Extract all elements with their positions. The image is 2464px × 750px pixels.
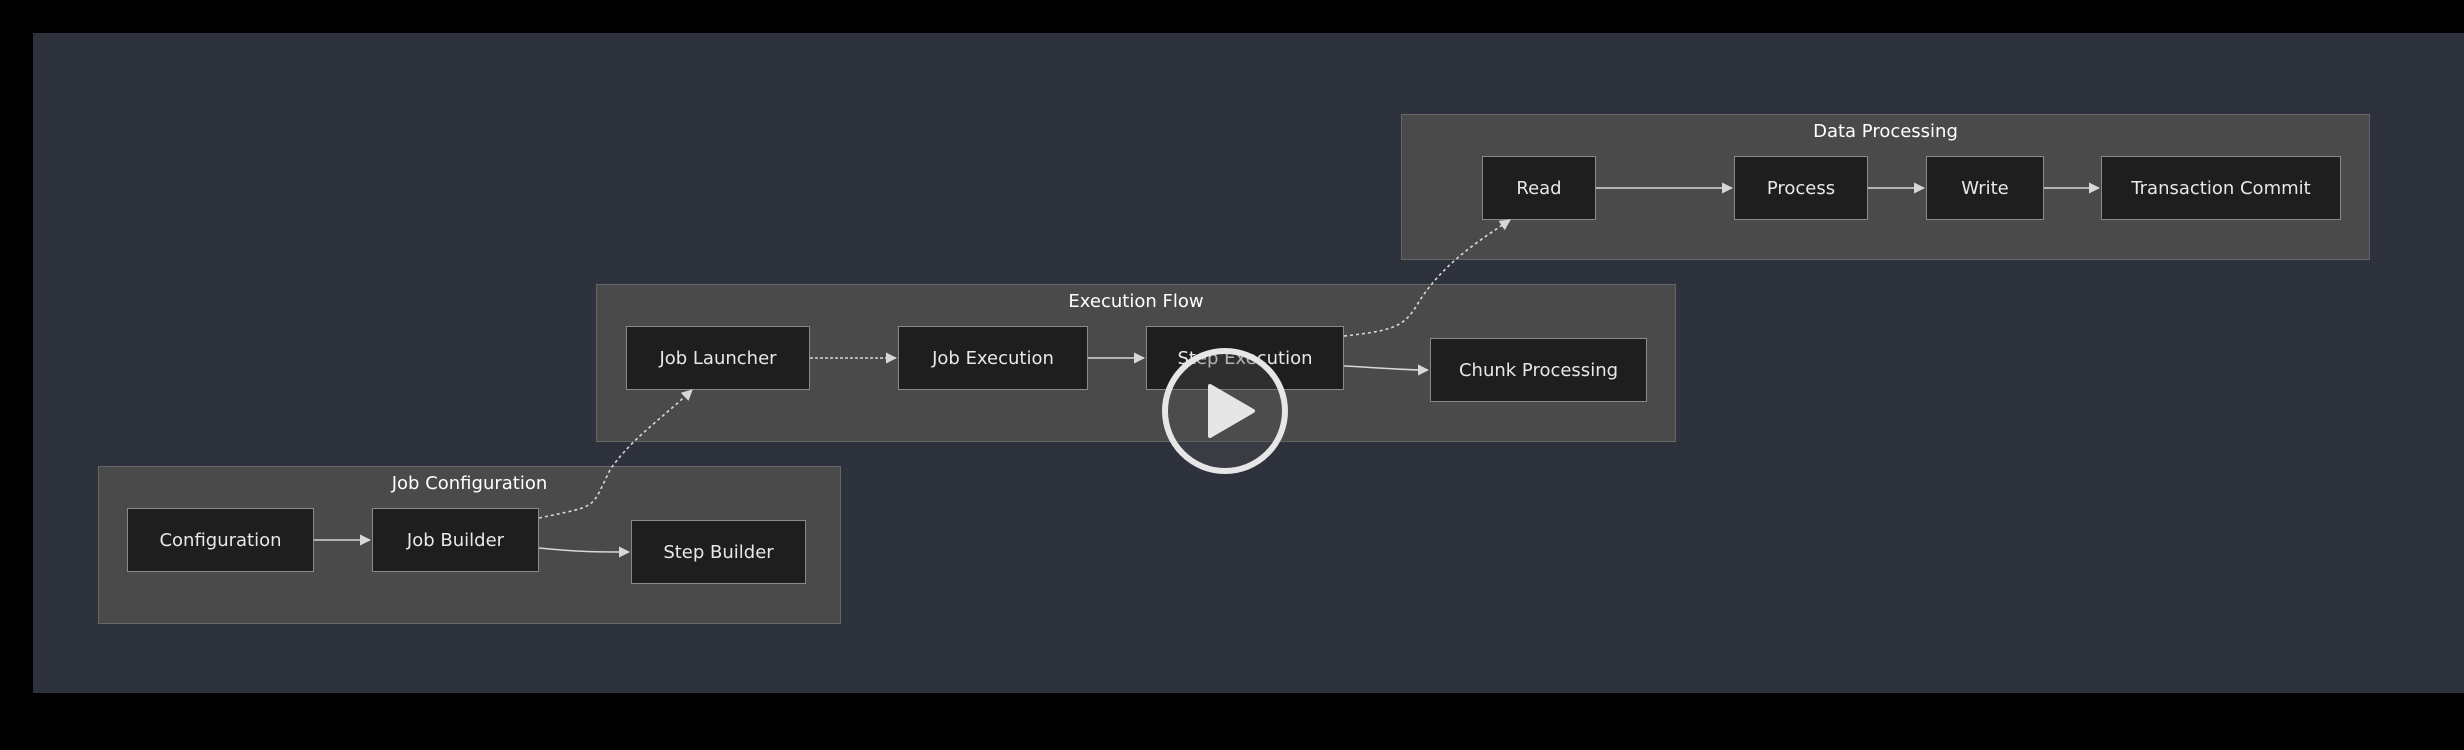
node-chunk-processing: Chunk Processing xyxy=(1430,338,1647,402)
group-title-execution-flow: Execution Flow xyxy=(1068,291,1204,312)
node-read: Read xyxy=(1482,156,1596,220)
node-job-execution: Job Execution xyxy=(898,326,1088,390)
node-write: Write xyxy=(1926,156,2044,220)
node-process: Process xyxy=(1734,156,1868,220)
node-configuration: Configuration xyxy=(127,508,314,572)
node-transaction-commit: Transaction Commit xyxy=(2101,156,2341,220)
node-job-launcher: Job Launcher xyxy=(626,326,810,390)
node-job-builder: Job Builder xyxy=(372,508,539,572)
group-title-data-processing: Data Processing xyxy=(1813,121,1958,142)
play-icon xyxy=(1162,348,1288,474)
play-button[interactable] xyxy=(1161,347,1289,475)
group-title-job-configuration: Job Configuration xyxy=(391,473,548,494)
node-step-builder: Step Builder xyxy=(631,520,806,584)
node-step-execution: Step Execution xyxy=(1146,326,1344,390)
